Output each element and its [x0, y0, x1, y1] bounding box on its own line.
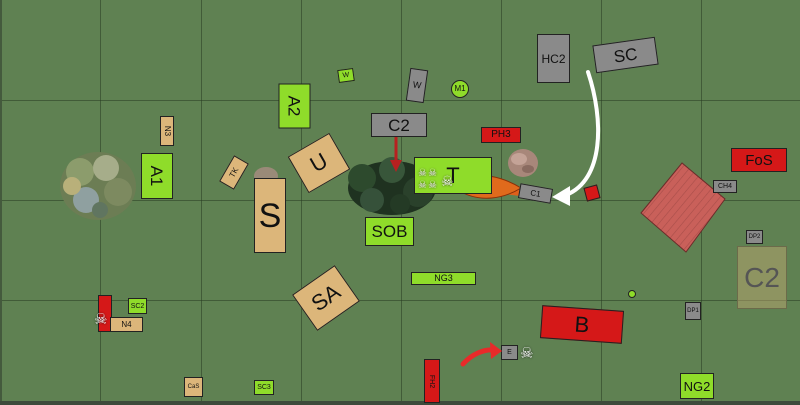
board-edge — [0, 401, 800, 405]
board-edge — [0, 0, 2, 405]
unit-ch4[interactable]: CH4 — [713, 180, 737, 193]
unit-u[interactable]: U — [287, 132, 351, 194]
unit-tk[interactable]: TK — [219, 155, 249, 190]
unit-w2[interactable]: W — [405, 67, 429, 104]
unit-n3[interactable]: N3 — [160, 116, 174, 146]
unit-n4[interactable]: N4 — [110, 317, 143, 332]
unit-b[interactable]: B — [539, 305, 625, 344]
unit-fos[interactable]: FoS — [731, 148, 787, 172]
unit-a2[interactable]: A2 — [278, 83, 311, 129]
building-terrain-icon — [640, 162, 726, 253]
skull-icon: ☠ — [428, 180, 437, 191]
grid-line — [0, 200, 800, 201]
unit-c2-top[interactable]: C2 — [371, 113, 427, 137]
rock-terrain-icon — [508, 149, 538, 177]
skull-icon: ☠ — [441, 173, 454, 189]
unit-sc2[interactable]: SC2 — [128, 298, 147, 314]
grid-line — [100, 0, 101, 405]
skull-icon: ☠ — [520, 345, 534, 362]
grid-line — [401, 0, 402, 405]
grid-line — [301, 0, 302, 405]
skull-icon: ☠ — [418, 168, 427, 179]
skull-icon: ☠ — [94, 311, 108, 328]
grid-line — [601, 0, 602, 405]
unit-m1[interactable]: M1 — [451, 80, 469, 98]
skull-icon: ☠ — [428, 168, 437, 179]
grid-line — [701, 0, 702, 405]
forest-terrain-icon — [60, 152, 136, 220]
unit-red-tall[interactable] — [98, 295, 112, 332]
unit-sc[interactable]: SC — [592, 36, 659, 74]
unit-fh2-label: FH2 — [428, 374, 436, 388]
unit-s[interactable]: S — [254, 178, 286, 253]
skull-icon: ☠ — [418, 180, 427, 191]
unit-sob[interactable]: SOB — [365, 217, 414, 246]
unit-dp2[interactable]: DP2 — [746, 230, 763, 244]
unit-cas[interactable]: CaS — [184, 377, 203, 397]
unit-sa[interactable]: SA — [292, 265, 360, 331]
unit-a1[interactable]: A1 — [141, 153, 173, 199]
unit-w1[interactable]: W — [337, 67, 355, 84]
grid-line — [501, 0, 502, 405]
unit-t[interactable]: T — [414, 157, 492, 194]
unit-ng3[interactable]: NG3 — [411, 272, 476, 285]
unit-c2-ghost[interactable]: C2 — [737, 246, 787, 309]
unit-e[interactable]: E — [501, 345, 518, 360]
unit-fh2[interactable]: FH2 — [424, 359, 440, 403]
unit-hc2[interactable]: HC2 — [537, 34, 570, 83]
unit-ph3[interactable]: PH3 — [481, 127, 521, 143]
unit-red-small[interactable] — [583, 184, 601, 202]
unit-dp1[interactable]: DP1 — [685, 302, 701, 320]
grid-line — [0, 100, 800, 101]
unit-ng2[interactable]: NG2 — [680, 373, 714, 399]
unit-sc3[interactable]: SC3 — [254, 380, 274, 395]
grid-line — [0, 300, 800, 301]
red-curved-arrow-icon — [460, 342, 502, 367]
objective-marker[interactable] — [628, 290, 636, 298]
grid-line — [201, 0, 202, 405]
